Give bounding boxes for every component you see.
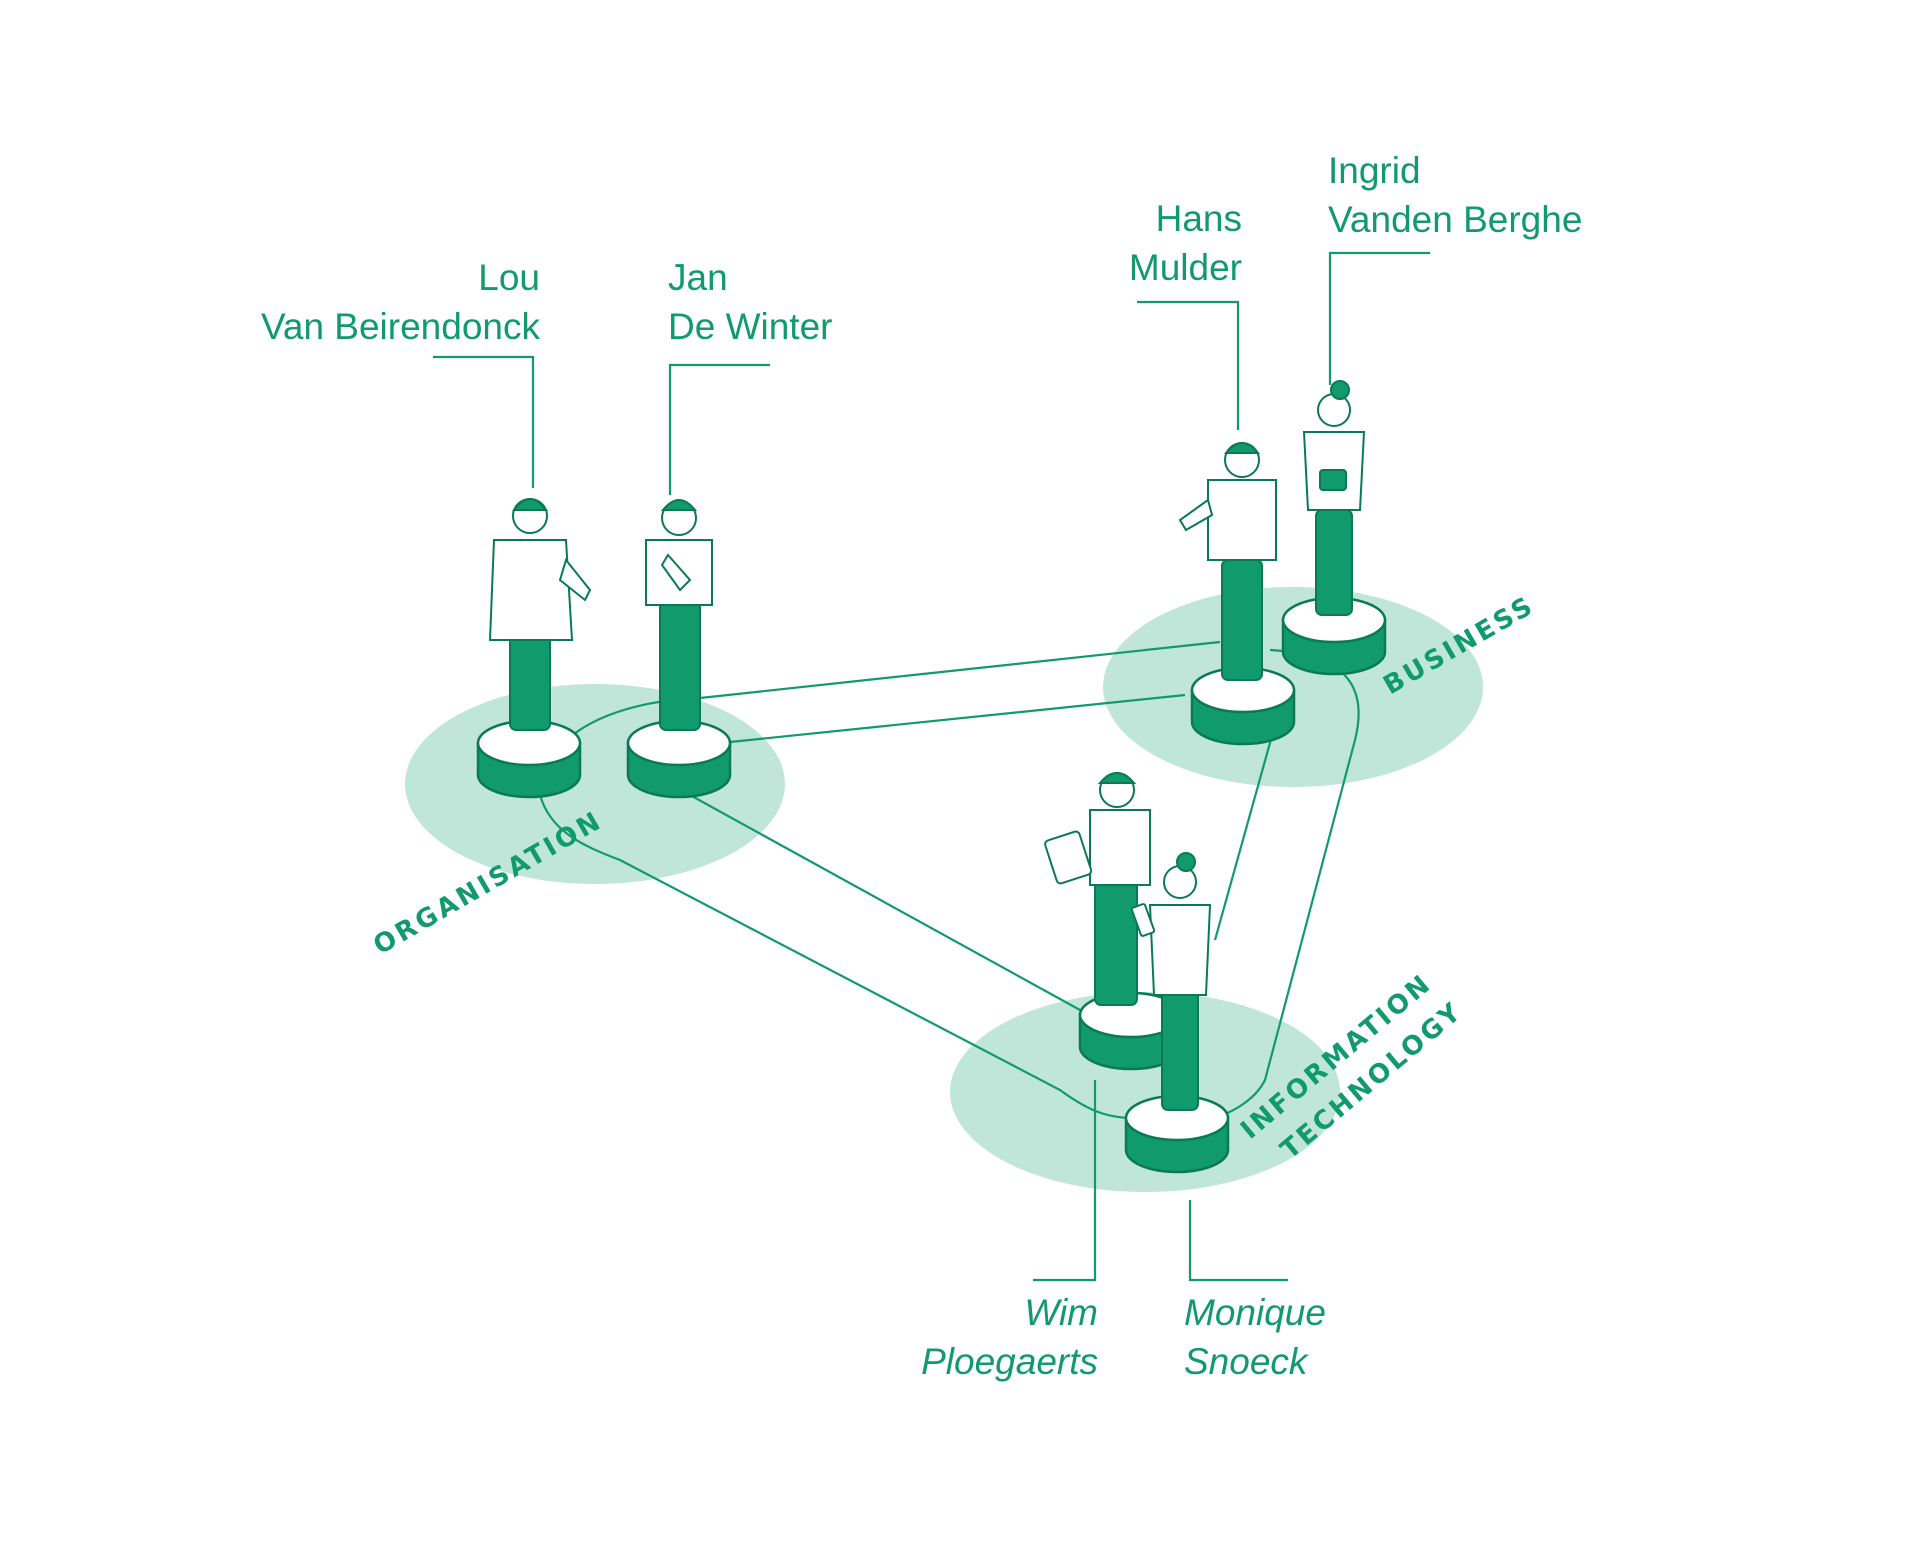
figure-ingrid (1302, 380, 1366, 616)
pedestal-jan (626, 719, 732, 799)
pedestal-lou (476, 719, 582, 799)
pedestal-ingrid (1281, 596, 1387, 676)
figure-monique (1130, 852, 1212, 1111)
jan-first-name: Jan (668, 257, 728, 298)
figure-wim (1044, 772, 1151, 1006)
ingrid-first-name: Ingrid (1328, 150, 1421, 191)
link-org-it-outer (538, 794, 1149, 1120)
hans-last-name: Mulder (1129, 247, 1242, 288)
leader-wim (1033, 1080, 1097, 1282)
name-labels: Lou Van Beirendonck Jan De Winter Hans M… (261, 150, 1582, 1382)
lou-last-name: Van Beirendonck (261, 306, 541, 347)
jan-last-name: De Winter (668, 306, 832, 347)
leader-lines (433, 251, 1430, 1282)
leader-monique (1188, 1200, 1288, 1282)
lou-first-name: Lou (478, 257, 540, 298)
leader-lou (433, 355, 535, 488)
leader-ingrid (1328, 251, 1430, 385)
monique-last-name: Snoeck (1184, 1341, 1310, 1382)
ingrid-last-name: Vanden Berghe (1328, 199, 1582, 240)
zones (405, 587, 1483, 1192)
organisation-zone (405, 684, 785, 884)
hans-first-name: Hans (1156, 198, 1242, 239)
figure-lou (488, 498, 592, 731)
link-jan-wim (689, 794, 1081, 1011)
figure-hans (1178, 442, 1277, 681)
information-technology-zone (950, 992, 1340, 1192)
link-jan-hans-lower (729, 693, 1186, 744)
wim-first-name: Wim (1024, 1292, 1098, 1333)
leader-jan (668, 363, 770, 495)
monique-first-name: Monique (1184, 1292, 1326, 1333)
figure-jan (645, 499, 713, 731)
link-jan-hans-upper (699, 640, 1221, 700)
pedestal-monique (1124, 1094, 1230, 1174)
leader-hans (1137, 300, 1240, 430)
figures (488, 380, 1366, 1111)
wim-last-name: Ploegaerts (921, 1341, 1098, 1382)
link-hans-it-inner (1213, 724, 1277, 941)
